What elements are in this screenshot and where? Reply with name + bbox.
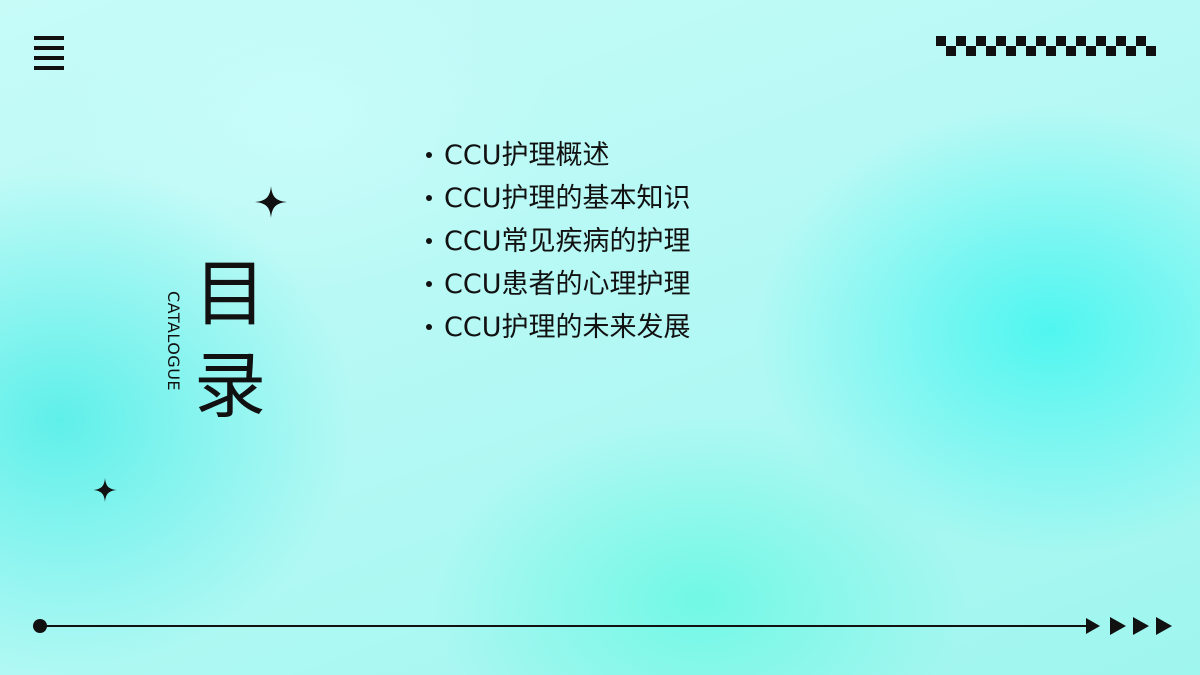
page-subtitle: CATALOGUE: [164, 291, 183, 392]
menu-icon-bar: [34, 46, 64, 50]
toc-item[interactable]: CCU护理概述: [426, 134, 690, 177]
arrow-right-icon: [1086, 618, 1100, 634]
toc-item-label: CCU患者的心理护理: [444, 269, 691, 300]
menu-icon[interactable]: [34, 36, 64, 82]
table-of-contents: CCU护理概述 CCU护理的基本知识 CCU常见疾病的护理 CCU患者的心理护理…: [426, 134, 690, 349]
bullet-icon: [426, 237, 432, 244]
menu-icon-bar: [34, 56, 64, 60]
checkerboard-pattern: [936, 36, 1156, 56]
sparkle-icon: [93, 478, 117, 502]
arrow-right-icon: [1133, 617, 1149, 635]
menu-icon-bar: [34, 66, 64, 70]
toc-item-label: CCU常见疾病的护理: [444, 226, 691, 257]
page-title: 目录: [193, 252, 266, 428]
bullet-icon: [426, 280, 432, 287]
bullet-icon: [426, 151, 432, 158]
timeline-arrow: [33, 617, 1172, 635]
bullet-icon: [426, 323, 432, 330]
toc-item-label: CCU护理概述: [444, 140, 610, 171]
toc-item[interactable]: CCU患者的心理护理: [426, 263, 690, 306]
toc-item[interactable]: CCU常见疾病的护理: [426, 220, 690, 263]
toc-item-label: CCU护理的未来发展: [444, 312, 691, 343]
toc-item-label: CCU护理的基本知识: [444, 183, 691, 214]
toc-item[interactable]: CCU护理的未来发展: [426, 306, 690, 349]
toc-item[interactable]: CCU护理的基本知识: [426, 177, 690, 220]
menu-icon-bar: [34, 36, 64, 40]
arrow-right-icon: [1110, 617, 1126, 635]
sparkle-icon: [255, 186, 287, 218]
bullet-icon: [426, 194, 432, 201]
arrow-right-icon: [1156, 617, 1172, 635]
